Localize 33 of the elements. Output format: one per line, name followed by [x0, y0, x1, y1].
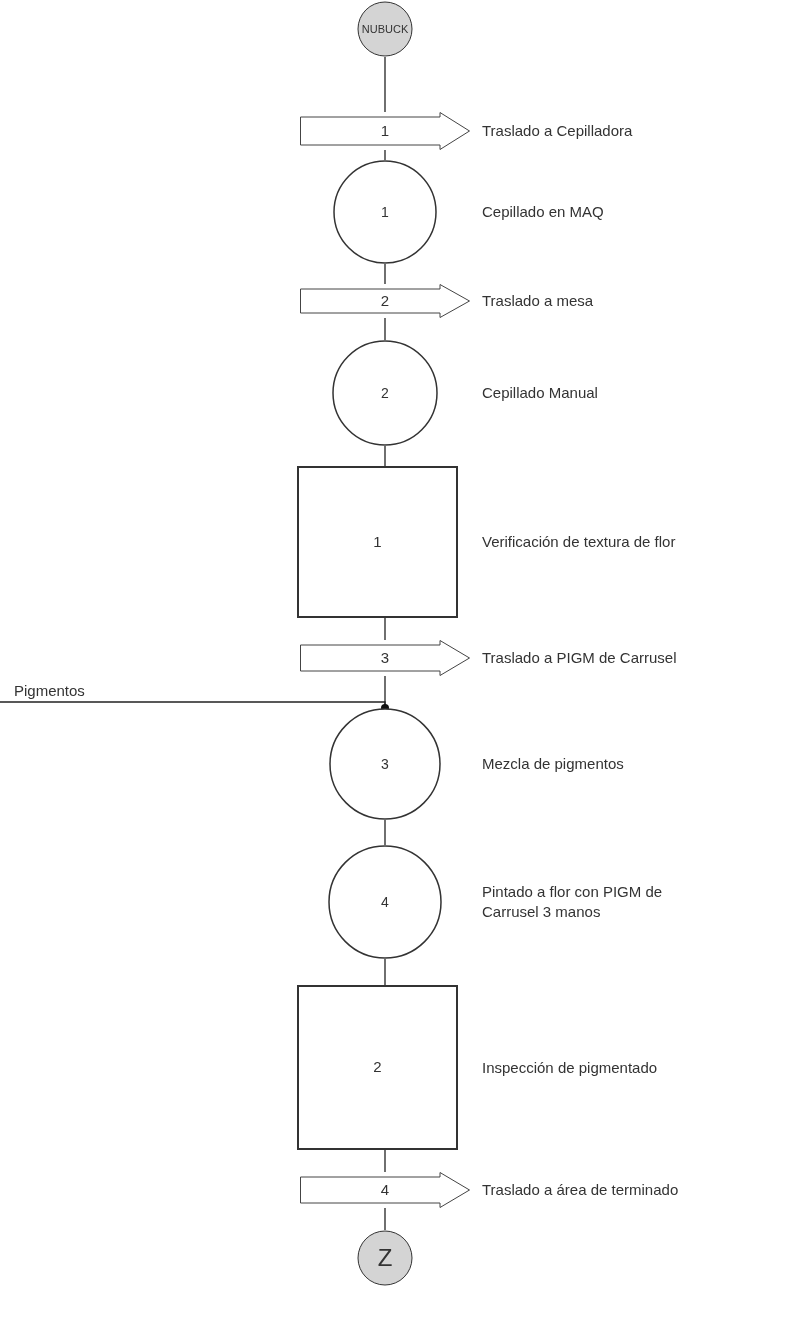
inspection-square: 2: [297, 985, 458, 1150]
transport-symbol: 3: [300, 640, 470, 676]
flow-line: [384, 56, 386, 113]
step-description: Traslado a mesa: [482, 291, 595, 311]
step-description: Traslado a PIGM de Carrusel: [482, 648, 678, 668]
flow-line: [384, 1149, 386, 1173]
flow-line: [384, 1207, 386, 1231]
step-description: Traslado a área de terminado: [482, 1180, 680, 1200]
step-description: Mezcla de pigmentos: [482, 754, 625, 774]
transport-symbol: 1: [300, 112, 470, 150]
flow-line: [384, 617, 386, 641]
operation-circle: 4: [328, 845, 442, 959]
operation-circle: 2: [332, 340, 438, 446]
transport-symbol: 2: [300, 284, 470, 318]
flow-line: [384, 445, 386, 467]
flow-line: [384, 819, 386, 846]
step-description: Verificación de textura de flor: [482, 532, 677, 552]
transport-symbol: 4: [300, 1172, 470, 1208]
step-description: Traslado a Cepilladora: [482, 121, 634, 141]
input-label: Pigmentos: [14, 680, 124, 702]
step-description: Cepillado Manual: [482, 383, 599, 403]
terminal-circle: NUBUCK: [357, 1, 413, 57]
flow-line: [384, 149, 386, 161]
step-description: Inspección de pigmentado: [482, 1057, 659, 1078]
flow-line: [384, 263, 386, 285]
operation-circle: 3: [329, 708, 441, 820]
step-description: Cepillado en MAQ: [482, 202, 605, 222]
flow-line: [384, 958, 386, 986]
flow-line: [384, 317, 386, 341]
operation-circle: 1: [333, 160, 437, 264]
terminal-circle: Z: [357, 1230, 413, 1286]
inspection-square: 1: [297, 466, 458, 618]
step-description: Pintado a flor con PIGM de Carrusel 3 manos: [482, 882, 664, 922]
